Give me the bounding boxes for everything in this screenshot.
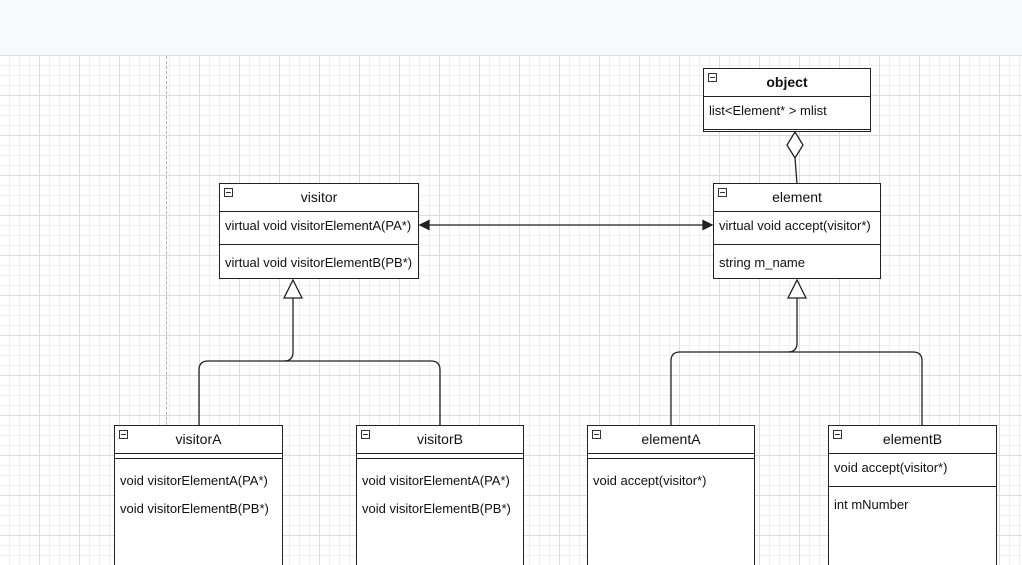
class-visitor-header[interactable]: visitor <box>220 184 418 212</box>
relation-links <box>198 130 923 425</box>
method-row[interactable]: string m_name <box>719 255 805 270</box>
method-row[interactable]: void visitorElementA(PA*) <box>362 473 510 488</box>
diagram-canvas[interactable]: object list<Element* > mlist visitor vir… <box>0 56 1022 565</box>
class-elementA[interactable]: elementA void accept(visitor*) <box>587 425 755 565</box>
class-name: elementB <box>882 431 943 447</box>
class-elementB-header[interactable]: elementB <box>829 426 996 454</box>
class-visitorB[interactable]: visitorB void visitorElementA(PA*) void … <box>356 425 524 565</box>
class-visitor[interactable]: visitor virtual void visitorElementA(PA*… <box>219 183 419 279</box>
attribute-row[interactable]: list<Element* > mlist <box>709 103 827 118</box>
method-row[interactable]: void visitorElementB(PB*) <box>362 501 511 516</box>
page-break-guide <box>166 56 167 565</box>
class-visitorA[interactable]: visitorA void visitorElementA(PA*) void … <box>114 425 283 565</box>
class-elementA-header[interactable]: elementA <box>588 426 754 454</box>
class-name: elementA <box>641 431 701 447</box>
compartment-divider <box>115 458 282 459</box>
class-name: element <box>772 189 822 205</box>
generalization-elementB-element[interactable] <box>788 351 923 425</box>
compartment-divider <box>220 244 418 245</box>
class-name: object <box>766 74 808 90</box>
class-name: visitorB <box>417 431 463 447</box>
inheritance-arrow-element <box>786 278 808 299</box>
compartment-divider <box>704 129 870 130</box>
collapse-icon[interactable] <box>224 188 233 197</box>
association-arrow-to-element <box>702 219 714 231</box>
generalization-visitorA-visitor[interactable] <box>198 298 294 425</box>
method-row[interactable]: int mNumber <box>834 497 909 512</box>
class-elementB[interactable]: elementB void accept(visitor*) int mNumb… <box>828 425 997 565</box>
collapse-icon[interactable] <box>592 430 601 439</box>
class-name: visitorA <box>175 431 222 447</box>
collapse-icon[interactable] <box>718 188 727 197</box>
aggregation-link-object-element[interactable] <box>794 157 798 185</box>
class-visitorB-header[interactable]: visitorB <box>357 426 523 454</box>
collapse-icon[interactable] <box>361 430 370 439</box>
collapse-icon[interactable] <box>833 430 842 439</box>
association-arrow-to-visitor <box>418 219 430 231</box>
method-row[interactable]: void accept(visitor*) <box>593 473 707 488</box>
collapse-icon[interactable] <box>119 430 128 439</box>
compartment-divider <box>829 486 996 487</box>
method-row[interactable]: void visitorElementA(PA*) <box>120 473 268 488</box>
attribute-row[interactable]: virtual void visitorElementA(PA*) <box>225 218 412 233</box>
generalization-elementA-element[interactable] <box>670 298 798 425</box>
compartment-divider <box>588 458 754 459</box>
collapse-icon[interactable] <box>708 73 717 82</box>
class-object[interactable]: object list<Element* > mlist <box>703 68 871 132</box>
inheritance-arrow-visitor <box>282 278 304 299</box>
method-row[interactable]: virtual void visitorElementB(PB*) <box>225 255 413 270</box>
aggregation-diamond-object-element[interactable] <box>786 130 804 160</box>
class-name: visitor <box>300 189 338 205</box>
compartment-divider <box>357 458 523 459</box>
generalization-visitorB-visitor[interactable] <box>284 360 441 425</box>
attribute-row[interactable]: void accept(visitor*) <box>834 460 948 475</box>
class-object-header[interactable]: object <box>704 69 870 97</box>
attribute-row[interactable]: virtual void accept(visitor*) <box>719 218 871 233</box>
class-visitorA-header[interactable]: visitorA <box>115 426 282 454</box>
class-element-header[interactable]: element <box>714 184 880 212</box>
method-row[interactable]: void visitorElementB(PB*) <box>120 501 269 516</box>
editor-toolbar <box>0 0 1022 56</box>
compartment-divider <box>714 244 880 245</box>
class-element[interactable]: element virtual void accept(visitor*) st… <box>713 183 881 279</box>
